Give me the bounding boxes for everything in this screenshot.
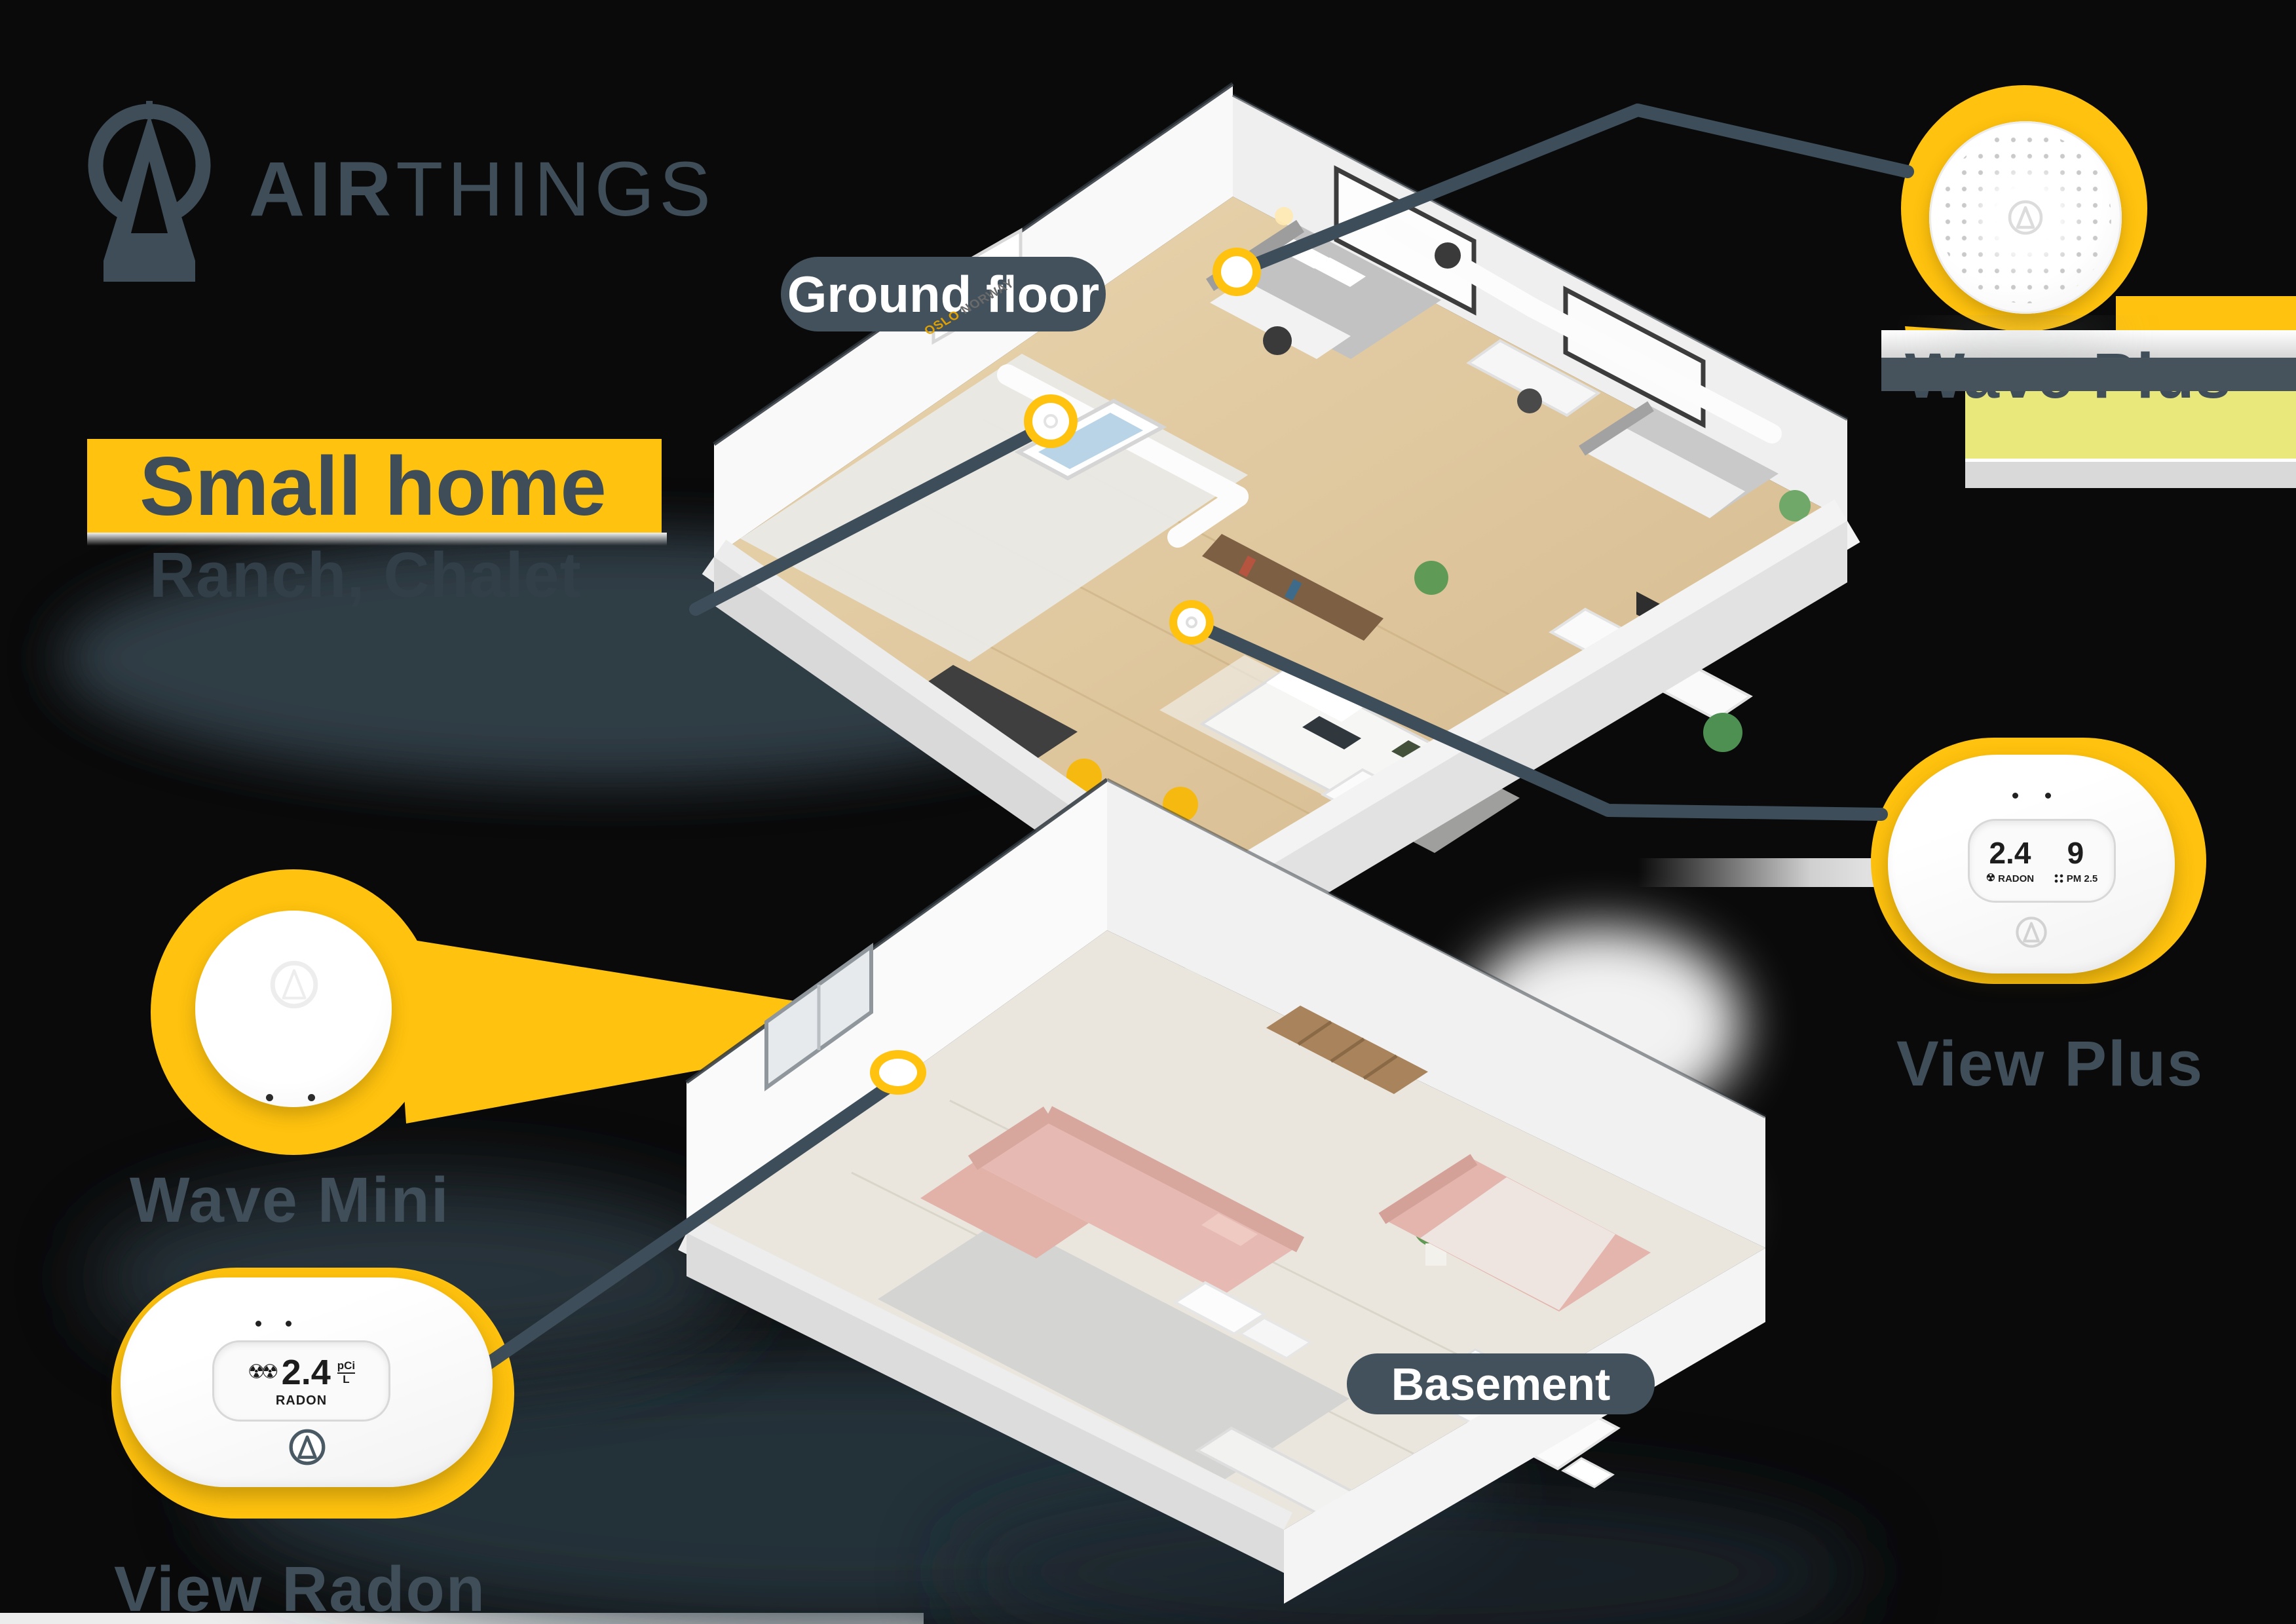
wave-plus-device — [1929, 121, 2122, 314]
status-dot — [2045, 793, 2051, 799]
radon-readout: 2.4 ☢RADON — [1986, 838, 2034, 884]
view-plus-label: View Plus — [1896, 1028, 2204, 1099]
wordmark-things: THINGS — [396, 146, 716, 233]
pm25-readout: 9 PM 2.5 — [2053, 836, 2098, 884]
airthings-wordmark: AIRTHINGS — [249, 145, 715, 234]
a-logo-icon — [287, 1427, 328, 1467]
cropped-adjacent-graphic — [1881, 327, 2296, 488]
wordmark-air: AIR — [249, 146, 396, 233]
device-dot-living-room — [1169, 600, 1214, 645]
wave-mini-label: Wave Mini — [130, 1164, 450, 1236]
view-plus-display: 2.4 ☢RADON 9 PM 2.5 — [1968, 819, 2116, 903]
pm25-icon — [2053, 873, 2064, 884]
cropped-band-cover — [1881, 358, 2296, 391]
view-radon-display: ☢☢ 2.4 pCi L RADON — [212, 1340, 390, 1422]
airthings-logo: AIRTHINGS — [84, 97, 715, 282]
radon-unit-bottom: L — [343, 1373, 350, 1386]
radon-unit-top: pCi — [337, 1360, 356, 1374]
wave-mini-device — [195, 911, 392, 1107]
ground-floor-label: Ground floor — [787, 265, 1100, 323]
view-radon-device: ☢☢ 2.4 pCi L RADON — [121, 1277, 493, 1487]
status-dot — [2012, 793, 2018, 799]
status-dot — [308, 1094, 315, 1101]
basement-plan — [678, 778, 1767, 1604]
device-dot-bedroom — [1213, 248, 1261, 296]
pm25-value: 9 — [2067, 836, 2084, 870]
pointer-line-wave-mini — [689, 419, 1055, 616]
device-dot-bathroom — [1024, 394, 1078, 448]
ground-floor-plan — [702, 82, 1860, 977]
view-plus-device: 2.4 ☢RADON 9 PM 2.5 — [1888, 755, 2175, 973]
pointer-line-wave-plus — [1233, 104, 1914, 277]
pointer-line-view-radon — [421, 1081, 894, 1412]
status-dot — [286, 1321, 292, 1327]
view-radon-label: View Radon — [114, 1553, 486, 1624]
pointer-lines — [421, 104, 1914, 1412]
a-logo-icon — [267, 958, 321, 1011]
status-dot — [255, 1321, 261, 1327]
basement-label: Basement — [1391, 1358, 1611, 1410]
radiation-icon: ☢ — [1985, 873, 1996, 884]
device-location-dots — [870, 248, 1261, 1095]
radon-value: 2.4 — [1989, 836, 2031, 870]
pm25-label: PM 2.5 — [2066, 873, 2098, 884]
wave-plus-face — [1929, 121, 2122, 314]
ground-floor-label-pill: Ground floor — [781, 257, 1106, 331]
radon-value: 2.4 — [281, 1353, 331, 1392]
radiation-cluster-icon: ☢☢ — [247, 1361, 279, 1383]
hero-title: Small home — [140, 440, 607, 533]
radon-label: RADON — [275, 1393, 328, 1408]
hero-title-box: Small home — [87, 439, 667, 546]
radon-label: RADON — [1998, 873, 2035, 884]
a-logo-icon — [2006, 198, 2045, 237]
airthings-logo-icon — [88, 101, 211, 282]
hero-subtitle: Ranch, Chalet — [149, 539, 582, 611]
basement-label-pill: Basement — [1347, 1353, 1655, 1414]
radon-unit: pCi L — [337, 1360, 356, 1386]
device-dot-basement — [870, 1050, 926, 1095]
pointer-line-view-plus — [1188, 618, 1888, 821]
a-logo-icon — [2014, 915, 2049, 950]
status-dot — [266, 1094, 273, 1101]
